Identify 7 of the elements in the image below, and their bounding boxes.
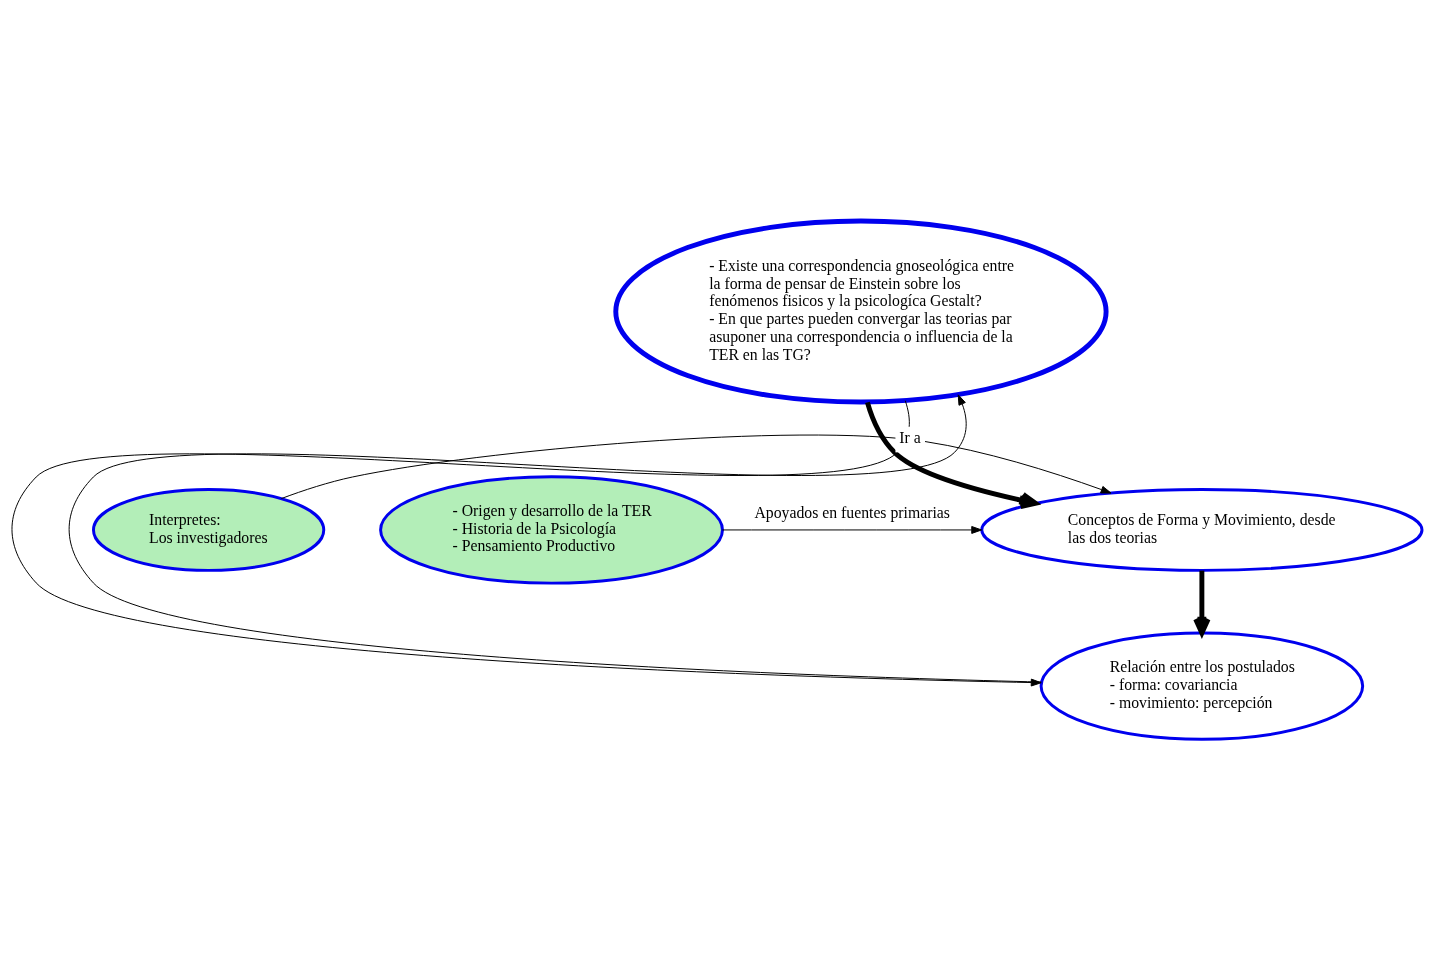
arrow	[721, 525, 983, 534]
arrow	[280, 434, 1112, 499]
node-ellipse: Interpretes: Los investigadores	[92, 487, 326, 572]
edge-label: Apoyados en fuentes primarias	[754, 503, 950, 521]
node-ellipse: - Origen y desarrollo de la TER - Historia de la Psicología - Pensamiento Productivo	[379, 474, 724, 585]
node-ellipse: Relación entre los postulados - forma: covariancia - movimiento: percepción	[1039, 630, 1365, 741]
edge-label: Ir a	[899, 428, 921, 446]
